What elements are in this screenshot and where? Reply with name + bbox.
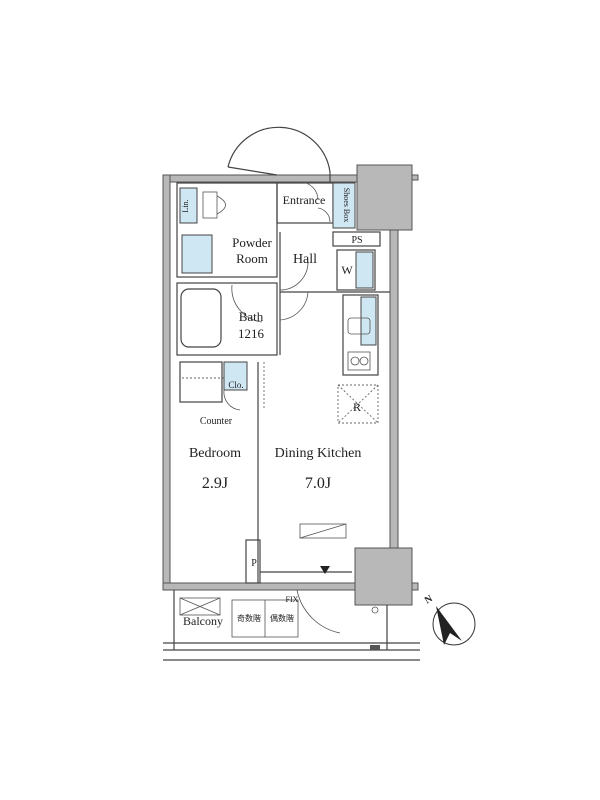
label-bath-size: 1216: [238, 326, 265, 341]
column-top-right: [356, 164, 413, 231]
north-compass-icon: N: [423, 593, 476, 646]
shoes-box: [332, 182, 356, 229]
linen-closet: [179, 187, 198, 224]
label-powder-room-2: Room: [236, 251, 268, 266]
label-ps: PS: [351, 235, 362, 246]
compass-north-label: N: [423, 593, 435, 607]
label-washer: W: [341, 263, 353, 277]
door-swings: [223, 181, 341, 634]
interior-walls: [176, 182, 390, 584]
label-balcony: Balcony: [183, 614, 223, 628]
column-bottom-right: [354, 547, 413, 606]
label-fix: FIX: [286, 595, 299, 604]
label-closet: Clo.: [228, 380, 243, 390]
label-refrigerator: R: [353, 400, 361, 414]
balcony-area: [163, 590, 420, 661]
label-bath: Bath: [239, 309, 264, 324]
closet: [223, 361, 248, 391]
label-dining-kitchen-size: 7.0J: [305, 475, 331, 492]
outer-walls: [162, 164, 419, 606]
label-shoes-box: Shoes Box: [342, 188, 351, 222]
label-bedroom-size: 2.9J: [202, 475, 228, 492]
label-even-floors: 偶数階: [270, 613, 294, 623]
label-counter: Counter: [200, 416, 233, 427]
entrance-door-swing: [227, 126, 331, 182]
label-linen: Lin.: [181, 199, 190, 212]
window-sign: [299, 523, 347, 539]
label-pipe-space: P: [251, 558, 257, 569]
label-odd-floors: 奇数階: [237, 613, 261, 623]
label-dining-kitchen: Dining Kitchen: [275, 446, 362, 461]
label-bedroom: Bedroom: [189, 446, 241, 461]
label-powder-room: Powder: [232, 235, 272, 250]
label-hall: Hall: [293, 252, 317, 267]
label-entrance: Entrance: [283, 193, 326, 207]
